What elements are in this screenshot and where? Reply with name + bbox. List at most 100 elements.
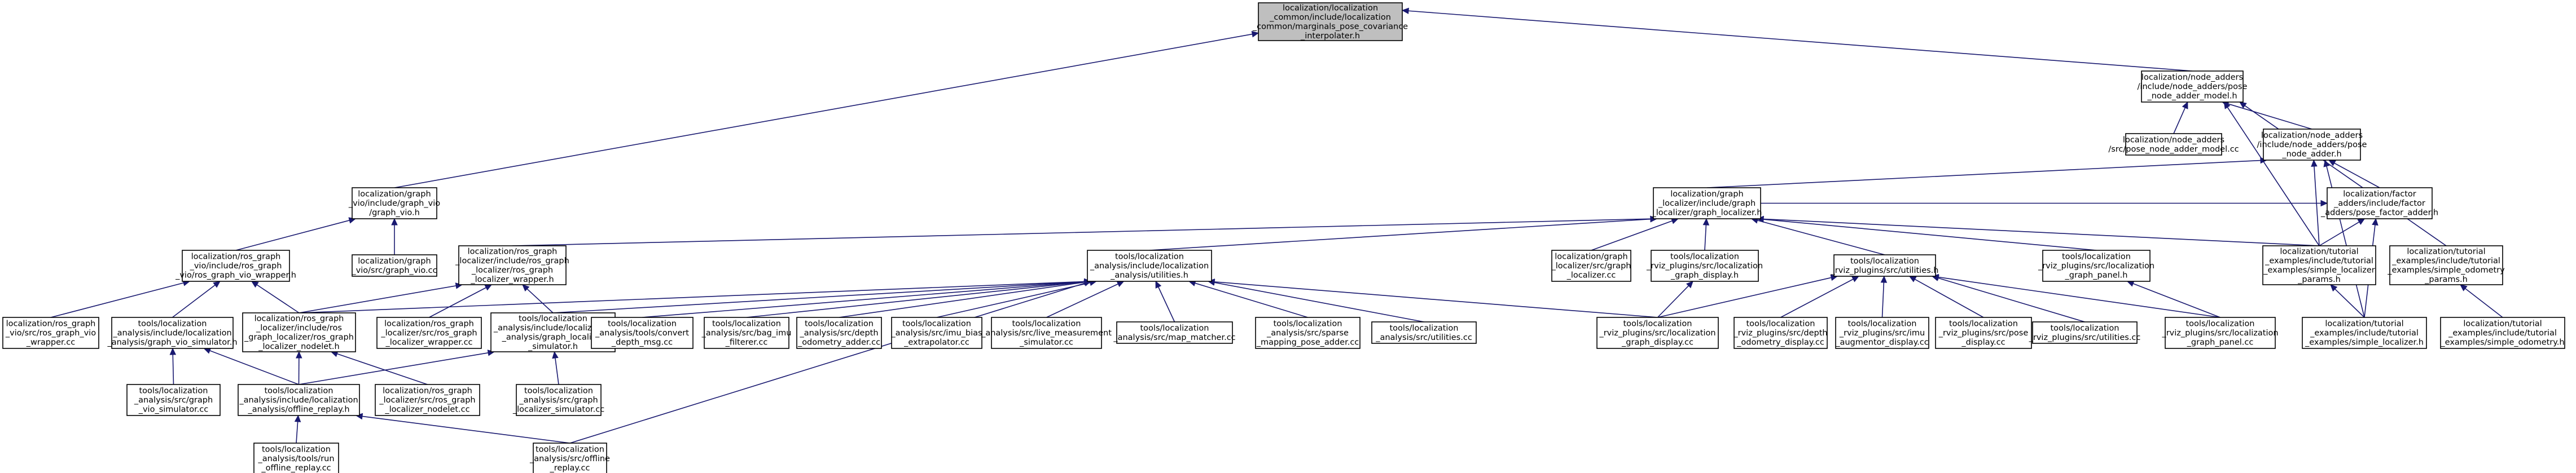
- node-ros-graph-localizer-nodelet-h[interactable]: localization/ros_graph_localizer/include…: [242, 312, 356, 352]
- node-label-line: _rviz_plugins/src/utilities.cc: [2029, 333, 2141, 342]
- node-pose-adder-model-cc[interactable]: localization/node_adders/src/pose_node_a…: [2108, 133, 2239, 156]
- node-box: [2165, 317, 2276, 349]
- node-label-line: tools/localization: [1140, 324, 1209, 333]
- edge-imu-augmentor-display-cc-to-rviz-utilities-h: [1880, 275, 1888, 318]
- node-convert-depth-msg-cc[interactable]: tools/localization_analysis/tools/conver…: [591, 317, 694, 349]
- edge-simple-localizer-params-h-to-graph-localizer-h: [1756, 215, 2320, 246]
- node-bag-imu-filterer-cc[interactable]: tools/localization_analysis/src/bag_imu_…: [701, 317, 792, 349]
- node-label-line: _localizer.cc: [1566, 271, 1616, 280]
- node-offline-replay-cc[interactable]: tools/localization_analysis/src/offline_…: [529, 443, 610, 473]
- node-pose-factor-adder-h[interactable]: localization/factor_adders/include/facto…: [2320, 187, 2438, 219]
- node-label-line: _graph_display.h: [1670, 271, 1739, 280]
- node-label-line: tools/localization: [536, 445, 604, 454]
- node-simple-odometry-params-h[interactable]: localization/tutorial_examples/include/t…: [2387, 245, 2505, 285]
- node-label-line: /graph_vio.h: [369, 209, 420, 218]
- node-root[interactable]: localization/localization_common/include…: [1252, 2, 1408, 41]
- node-label-line: tools/localization: [902, 320, 971, 329]
- node-graph-vio-h[interactable]: localization/graph_vio/include/graph_vio…: [348, 187, 440, 219]
- node-simple-localizer-h[interactable]: localization/tutorial_examples/include/t…: [2302, 317, 2427, 349]
- node-map-matcher-cc[interactable]: tools/localization_analysis/src/map_matc…: [1113, 321, 1236, 344]
- node-imu-augmentor-display-cc[interactable]: tools/localization_rviz_plugins/src/imu_…: [1835, 317, 1929, 349]
- node-label-line: localization/ros_graph: [383, 387, 472, 396]
- node-ros-graph-vio-wrapper-cc[interactable]: localization/ros_graph_vio/src/ros_graph…: [2, 317, 99, 349]
- node-pose-node-adder-h[interactable]: localization/node_adders/include/node_ad…: [2257, 129, 2367, 161]
- node-graph-localizer-simulator-cc[interactable]: tools/localization_analysis/src/graph_lo…: [512, 384, 604, 416]
- node-label-line: _depth_msg.cc: [611, 338, 673, 347]
- edge-graph-localizer-h-to-pose-node-adder-h: [1706, 157, 2268, 188]
- node-rviz-utilities-h[interactable]: tools/localization_rviz_plugins/src/util…: [1831, 254, 1939, 277]
- edge-simple-odometry-params-h-to-pose-adder-model: [2239, 101, 2447, 246]
- edge-offline-replay-h-to-graph-vio-simulator-h: [203, 347, 299, 385]
- node-graph-panel-h[interactable]: tools/localization_rviz_plugins/src/loca…: [2038, 250, 2154, 282]
- node-box: [238, 384, 360, 416]
- node-box: [126, 384, 221, 416]
- node-label-line: _graph_localizer/ros_graph: [244, 333, 354, 342]
- node-graph-display-cc[interactable]: tools/localization_rviz_plugins/src/loca…: [1596, 317, 1719, 349]
- node-label-line: _analysis/src/bag_imu: [701, 329, 792, 338]
- edge-offline-replay-cc-to-utilities-h: [569, 280, 1092, 444]
- node-label-line: _localizer_wrapper.cc: [385, 338, 472, 347]
- node-label-line: _vio/include/graph_vio: [348, 199, 440, 208]
- node-rviz-utilities-cc[interactable]: tools/localization_rviz_plugins/src/util…: [2029, 321, 2141, 344]
- node-sparse-mapping-pose-adder-cc[interactable]: tools/localization_analysis/src/sparse_m…: [1255, 317, 1361, 349]
- node-label-line: localization/node_adders: [2261, 131, 2363, 140]
- node-label-line: _localizer/ros_graph: [471, 266, 553, 275]
- node-label-line: localization/node_adders: [2141, 73, 2243, 82]
- node-label-line: tools/localization: [519, 314, 587, 323]
- node-pose-adder-model[interactable]: localization/node_adders/include/node_ad…: [2138, 70, 2248, 103]
- node-utilities-h[interactable]: tools/localization_analysis/include/loca…: [1087, 250, 1212, 282]
- node-imu-bias-extrapolator-cc[interactable]: tools/localization_analysis/src/imu_bias…: [890, 317, 982, 349]
- node-label-line: localization/graph: [358, 257, 431, 266]
- node-run-offline-replay-cc[interactable]: tools/localization_analysis/tools/run_of…: [253, 443, 339, 473]
- node-box: [1258, 2, 1403, 41]
- node-label-line: _localizer/src/ros_graph: [379, 396, 475, 405]
- edge-ros-graph-vio-wrapper-h-to-graph-vio-h: [235, 217, 357, 251]
- node-label-line: tools/localization: [2051, 324, 2119, 333]
- node-label-line: _graph_panel.h: [2065, 271, 2128, 280]
- node-analysis-utilities-cc[interactable]: tools/localization_analysis/src/utilitie…: [1371, 321, 1477, 344]
- node-box: [891, 317, 982, 349]
- node-ros-graph-localizer-wrapper-cc[interactable]: localization/ros_graph_localizer/src/ros…: [376, 317, 482, 349]
- node-ros-graph-localizer-nodelet-cc[interactable]: localization/ros_graph_localizer/src/ros…: [375, 384, 480, 416]
- node-label-line: localization/ros_graph: [191, 253, 281, 262]
- node-label-line: _examples/simple_odometry: [2387, 266, 2505, 275]
- node-depth-odometry-adder-cc[interactable]: tools/localization_analysis/src/depth_od…: [796, 317, 882, 349]
- node-label-line: _examples/simple_odometry.h: [2440, 338, 2564, 347]
- node-label-line: _vio/src/ros_graph_vio: [5, 329, 96, 338]
- node-box: [376, 317, 482, 349]
- node-depth-odometry-display-cc[interactable]: tools/localization_rviz_plugins/src/dept…: [1733, 317, 1828, 349]
- edge-simple-localizer-h-to-pose-node-adder-h: [2323, 159, 2365, 318]
- node-simple-odometry-h[interactable]: localization/tutorial_examples/include/t…: [2440, 317, 2565, 349]
- edge-run-offline-replay-cc-to-offline-replay-h: [294, 414, 301, 444]
- node-label-line: _localizer/include/ros: [256, 324, 342, 333]
- node-graph-panel-cc[interactable]: tools/localization_rviz_plugins/src/loca…: [2161, 317, 2279, 349]
- node-simple-localizer-params-h[interactable]: localization/tutorial_examples/include/t…: [2262, 245, 2376, 285]
- edge-utilities-h-to-graph-localizer-h: [1149, 215, 1658, 251]
- node-label-line: localization/ros_graph: [468, 247, 558, 256]
- node-pose-display-cc[interactable]: tools/localization_rviz_plugins/src/pose…: [1935, 317, 2032, 349]
- node-graph-localizer-h[interactable]: localization/graph_localizer/include/gra…: [1652, 187, 1762, 219]
- node-graph-display-h[interactable]: tools/localization_rviz_plugins/src/loca…: [1646, 250, 1763, 282]
- node-offline-replay-h[interactable]: tools/localization_analysis/include/loca…: [238, 384, 360, 416]
- node-ros-graph-localizer-wrapper-h[interactable]: localization/ros_graph_localizer/include…: [455, 245, 569, 285]
- node-graph-vio-cc[interactable]: localization/graph_vio/src/graph_vio.cc: [351, 254, 437, 277]
- node-graph-localizer-cc[interactable]: localization/graph_localizer/src/graph_l…: [1551, 250, 1631, 282]
- node-live-measurement-simulator-cc[interactable]: tools/localization_analysis/src/live_mea…: [981, 317, 1112, 349]
- node-label-line: _augmentor_display.cc: [1835, 338, 1929, 347]
- node-graph-vio-simulator-cc[interactable]: tools/localization_analysis/src/graph_vi…: [126, 384, 221, 416]
- edge-graph-localizer-simulator-cc-to-graph-localizer-simulator-h: [552, 351, 559, 385]
- node-label-line: _localizer_wrapper.h: [470, 275, 554, 284]
- node-label-line: _vio/src/graph_vio.cc: [351, 266, 437, 275]
- node-label-line: _examples/include/tutorial: [2448, 329, 2557, 338]
- node-label-line: _display.cc: [1961, 338, 2005, 347]
- node-label-line: _offline_replay.cc: [261, 464, 331, 473]
- node-label-line: _examples/simple_localizer: [2263, 266, 2375, 275]
- node-box: [253, 443, 339, 473]
- node-label-line: localization/tutorial: [2280, 247, 2358, 256]
- node-box: [2125, 133, 2222, 156]
- node-graph-vio-simulator-h[interactable]: tools/localization_analysis/include/loca…: [107, 317, 238, 349]
- node-box: [352, 187, 437, 219]
- node-ros-graph-vio-wrapper-h[interactable]: localization/ros_graph_vio/include/ros_g…: [175, 250, 296, 282]
- node-box: [1255, 317, 1361, 349]
